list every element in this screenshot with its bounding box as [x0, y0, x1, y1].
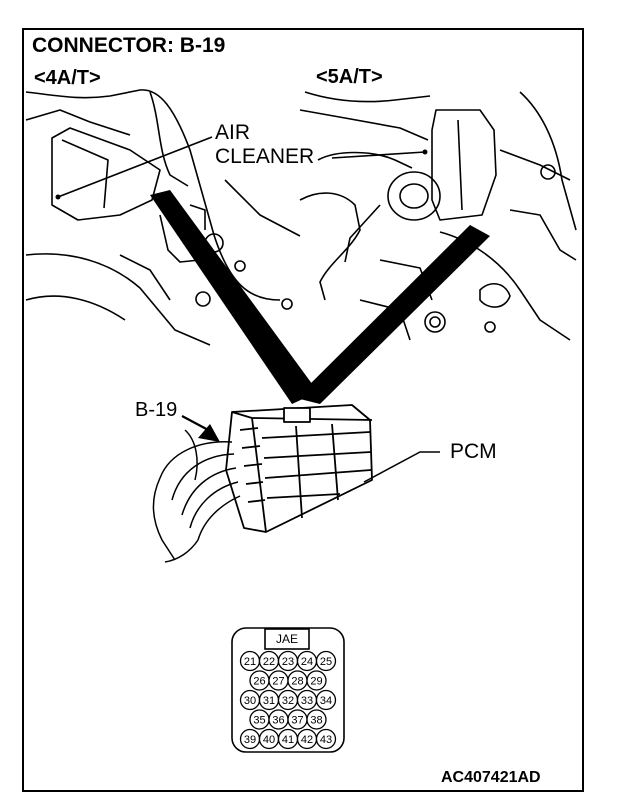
pin-label-29: 29 [310, 676, 322, 688]
pin-label-34: 34 [320, 695, 332, 707]
pin-29 [306, 670, 327, 691]
pcm-module [225, 404, 373, 533]
pin-label-42: 42 [301, 734, 313, 746]
b19-connector-label: B-19 [135, 399, 178, 421]
air-cleaner-leader-4at [57, 136, 213, 198]
wire-harness [152, 429, 241, 563]
air-cleaner-leader-4at-dot [55, 194, 61, 200]
pin-label-23: 23 [282, 656, 294, 668]
pin-25 [315, 650, 337, 672]
pin-label-33: 33 [301, 695, 313, 707]
pin-label-21: 21 [244, 656, 256, 668]
pin-34 [315, 689, 337, 711]
pin-label-30: 30 [244, 695, 256, 707]
pin-label-40: 40 [263, 734, 275, 746]
pin-label-32: 32 [282, 695, 294, 707]
engine-bay-line-art [25, 89, 577, 346]
air-cleaner-label-line2: CLEANER [215, 145, 315, 168]
pcm-label: PCM [450, 440, 497, 463]
connector-pins: 21 22 23 24 25 26 27 28 29 30 31 32 33 34 35 36 37 38 39 40… [239, 650, 337, 750]
pin-label-35: 35 [253, 715, 265, 727]
pin-label-27: 27 [272, 676, 284, 688]
pin-label-39: 39 [244, 734, 256, 746]
b19-arrowhead [198, 424, 220, 442]
air-cleaner-leader-5at [331, 151, 426, 159]
pin-label-43: 43 [320, 734, 332, 746]
variant-5at-label: <5A/T> [316, 66, 383, 88]
location-wedge-5at [296, 225, 490, 404]
pin-38 [306, 709, 327, 730]
pin-label-36: 36 [272, 715, 284, 727]
pin-label-31: 31 [263, 695, 275, 707]
pin-label-41: 41 [282, 734, 294, 746]
figure-frame [22, 28, 584, 792]
connector-maker-label: JAE [276, 632, 298, 646]
air-cleaner-label-line1: AIR [215, 121, 251, 144]
pin-label-26: 26 [253, 676, 265, 688]
location-wedge-4at [150, 190, 318, 404]
pcm-leader-line [363, 451, 440, 483]
pin-label-28: 28 [291, 676, 303, 688]
figure-code: AC407421AD [441, 769, 541, 786]
pin-label-37: 37 [291, 715, 303, 727]
pin-43 [315, 728, 337, 750]
variant-4at-label: <4A/T> [34, 67, 101, 89]
pin-label-25: 25 [320, 656, 332, 668]
pin-label-24: 24 [301, 656, 313, 668]
pin-label-22: 22 [263, 656, 275, 668]
air-cleaner-leader-5at-dot [422, 149, 428, 155]
pin-label-38: 38 [310, 715, 322, 727]
connector-title: CONNECTOR: B-19 [32, 34, 226, 57]
